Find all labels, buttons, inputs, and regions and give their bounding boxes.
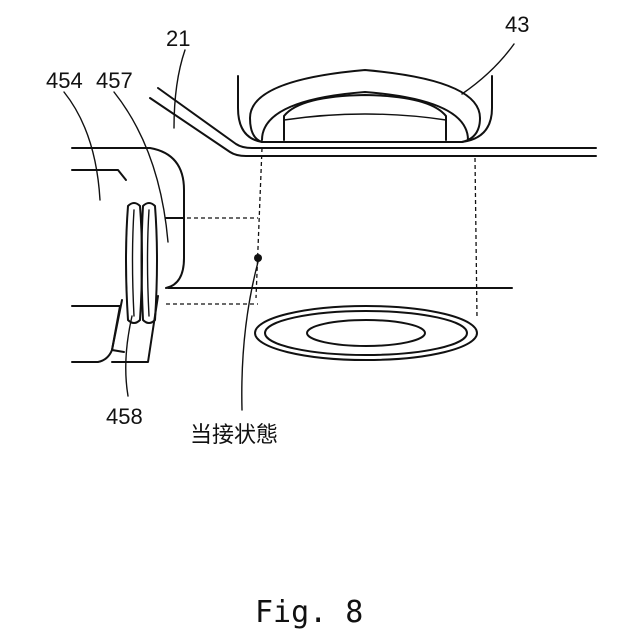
label-454: 454 (46, 68, 83, 93)
leader-lines (64, 44, 514, 410)
contact-point (254, 254, 262, 262)
label-contact-state: 当接状態 (190, 422, 278, 447)
part-458-bellows (112, 203, 158, 362)
label-43: 43 (505, 12, 529, 37)
hidden-lines (166, 148, 477, 318)
label-458: 458 (106, 404, 143, 429)
label-457: 457 (96, 68, 133, 93)
part-21-plate (150, 88, 596, 288)
lower-ring (255, 306, 477, 360)
part-454-housing (72, 148, 184, 362)
label-21: 21 (166, 26, 190, 51)
part-43-fitting (238, 70, 492, 142)
figure-caption: Fig. 8 (255, 595, 363, 630)
